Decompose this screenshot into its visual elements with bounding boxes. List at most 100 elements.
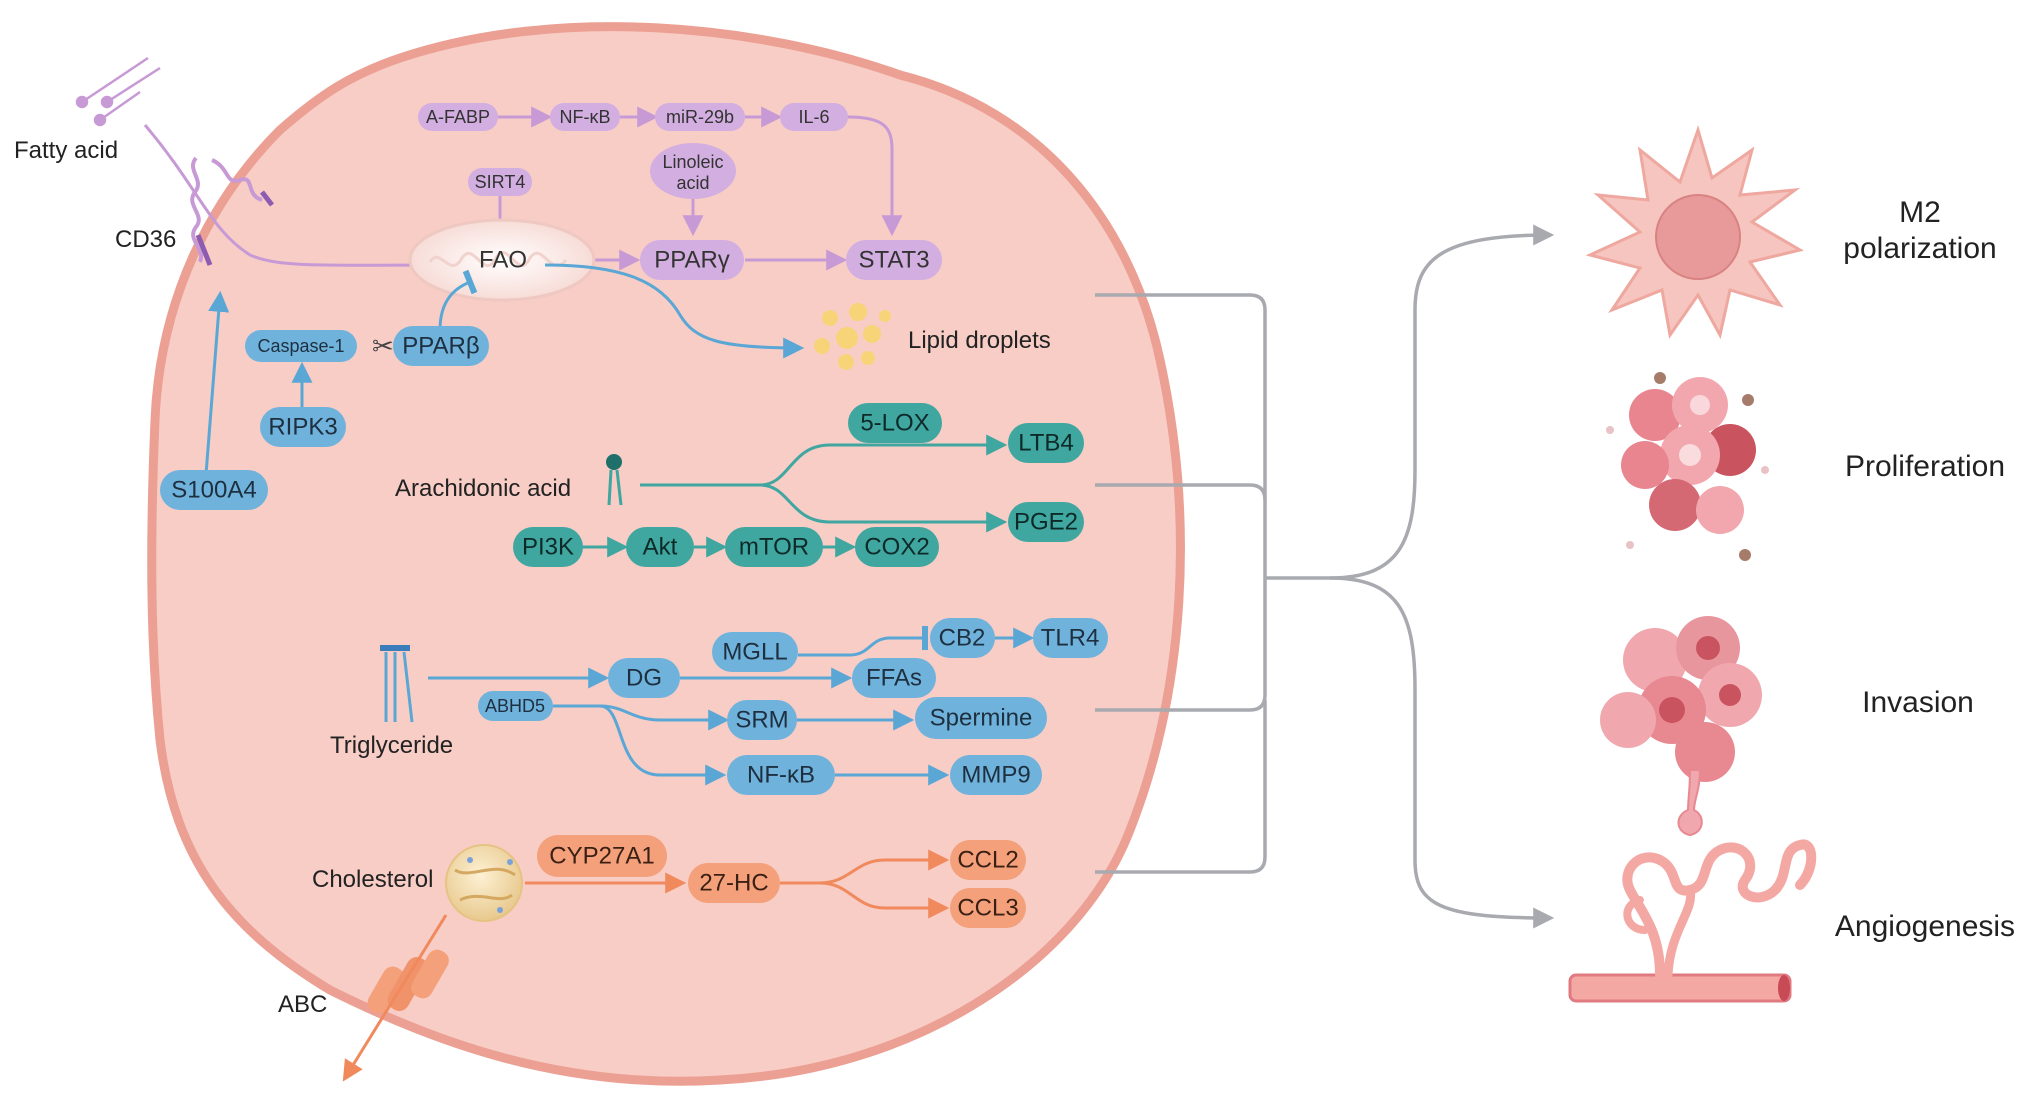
triglyceride-label: Triglyceride: [330, 732, 453, 759]
teal-pathway-lines: [583, 434, 1008, 558]
node-mmp9: MMP9: [950, 755, 1042, 795]
outcome-invasion: Invasion: [1862, 686, 1974, 719]
svg-text:Linoleic: Linoleic: [662, 152, 723, 172]
abc-transporter-icon: [367, 949, 449, 1014]
svg-text:PPARβ: PPARβ: [402, 333, 479, 360]
svg-text:CB2: CB2: [939, 625, 986, 652]
svg-text:PGE2: PGE2: [1014, 509, 1078, 536]
svg-text:STAT3: STAT3: [858, 247, 929, 274]
cd36-label: CD36: [115, 226, 176, 253]
blood-vessel-icon: [1568, 839, 1817, 1003]
svg-text:A-FABP: A-FABP: [426, 107, 490, 127]
arachidonic-acid-icon: [606, 454, 623, 506]
svg-text:PI3K: PI3K: [522, 534, 574, 561]
cholesterol-particle-icon: [445, 844, 523, 922]
svg-text:CCL3: CCL3: [957, 895, 1018, 922]
svg-text:Akt: Akt: [643, 534, 678, 561]
node-ccl3: CCL3: [950, 888, 1026, 928]
fatty-acid-label: Fatty acid: [14, 137, 118, 164]
node-pi3k: PI3K: [513, 527, 583, 567]
svg-text:SIRT4: SIRT4: [475, 172, 526, 192]
node-cyp27a1: CYP27A1: [537, 835, 667, 877]
cholesterol-label: Cholesterol: [312, 866, 433, 893]
node-a-fabp: A-FABP: [418, 103, 498, 131]
node-s100a4: S100A4: [160, 470, 268, 510]
svg-text:Spermine: Spermine: [930, 705, 1033, 732]
triglyceride-icon: [380, 645, 414, 723]
node-cox2: COX2: [855, 527, 939, 567]
proliferating-tumor-cells-icon: [1606, 372, 1769, 561]
cholesterol-efflux-arrow: [342, 914, 448, 1082]
svg-text:acid: acid: [676, 173, 709, 193]
svg-text:TLR4: TLR4: [1041, 625, 1100, 652]
fatty-acid-to-fao-arrow: [143, 124, 475, 276]
node-mgll: MGLL: [712, 632, 798, 672]
cd36-anchor-icon: [195, 190, 274, 266]
node-ripk3: RIPK3: [260, 407, 346, 447]
scissors-icon: ✂: [372, 331, 394, 361]
svg-text:LTB4: LTB4: [1018, 430, 1074, 457]
node-cb2: CB2: [930, 618, 995, 658]
orange-pathway-lines: [525, 849, 950, 919]
svg-text:SRM: SRM: [735, 707, 788, 734]
svg-text:NF-κB: NF-κB: [747, 762, 815, 789]
fatty-acid-molecules: [75, 56, 161, 127]
svg-text:MGLL: MGLL: [722, 639, 787, 666]
node-sirt4: SIRT4: [468, 168, 532, 196]
svg-text:MMP9: MMP9: [961, 762, 1030, 789]
triglyceride-pathway-lines: [428, 626, 1035, 786]
node-ltb4: LTB4: [1008, 423, 1084, 463]
node-nf-kb-top: NF-κB: [550, 103, 620, 131]
abc-label: ABC: [278, 991, 327, 1018]
m2-macrophage-icon: [1585, 125, 1804, 340]
svg-text:CCL2: CCL2: [957, 847, 1018, 874]
node-tlr4: TLR4: [1033, 618, 1108, 658]
svg-text:IL-6: IL-6: [798, 107, 829, 127]
node-nf-kb-bottom: NF-κB: [727, 755, 835, 795]
svg-text:NF-κB: NF-κB: [560, 107, 611, 127]
node-27-hc: 27-HC: [688, 863, 780, 903]
node-5-lox: 5-LOX: [848, 403, 942, 443]
svg-text:Caspase-1: Caspase-1: [257, 336, 344, 356]
node-stat3: STAT3: [846, 240, 942, 280]
node-ccl2: CCL2: [950, 840, 1026, 880]
node-mir-29b: miR-29b: [655, 103, 745, 131]
svg-text:CYP27A1: CYP27A1: [549, 843, 654, 870]
node-ffas: FFAs: [852, 658, 936, 698]
node-fao: FAO: [479, 247, 527, 274]
lipid-droplets-icon: [814, 303, 891, 370]
outcome-proliferation: Proliferation: [1845, 450, 2005, 483]
svg-text:ABHD5: ABHD5: [485, 696, 545, 716]
svg-text:5-LOX: 5-LOX: [860, 410, 929, 437]
node-abhd5: ABHD5: [478, 691, 553, 721]
outcome-m2-polarization-line2: polarization: [1843, 232, 1996, 265]
node-caspase-1: Caspase-1: [245, 330, 357, 362]
blue-fao-regulation-lines: [203, 263, 805, 488]
node-dg: DG: [608, 658, 680, 698]
svg-text:COX2: COX2: [864, 534, 929, 561]
outcome-m2-polarization-line1: M2: [1899, 196, 1941, 229]
cd36-receptor-icon: [190, 156, 263, 263]
lipid-droplets-label: Lipid droplets: [908, 327, 1051, 354]
mitochondrion-icon: [408, 218, 596, 302]
svg-text:FFAs: FFAs: [866, 665, 922, 692]
node-il-6: IL-6: [780, 103, 848, 131]
node-ppar-gamma: PPARγ: [640, 240, 744, 280]
svg-text:DG: DG: [626, 665, 662, 692]
svg-text:RIPK3: RIPK3: [268, 414, 337, 441]
invasive-tumor-cells-icon: [1600, 616, 1762, 837]
outcome-connectors: [1095, 224, 1555, 929]
node-linoleic-acid: Linoleic acid: [650, 143, 736, 199]
svg-text:mTOR: mTOR: [739, 534, 809, 561]
svg-text:S100A4: S100A4: [171, 477, 256, 504]
node-spermine: Spermine: [915, 697, 1047, 739]
node-pge2: PGE2: [1008, 502, 1084, 542]
svg-text:27-HC: 27-HC: [699, 870, 768, 897]
arachidonic-acid-label: Arachidonic acid: [395, 475, 571, 502]
node-srm: SRM: [727, 700, 797, 740]
node-akt: Akt: [626, 527, 694, 567]
svg-text:PPARγ: PPARγ: [654, 247, 730, 274]
node-ppar-beta: PPARβ: [393, 326, 489, 366]
outcome-angiogenesis: Angiogenesis: [1835, 910, 2015, 943]
